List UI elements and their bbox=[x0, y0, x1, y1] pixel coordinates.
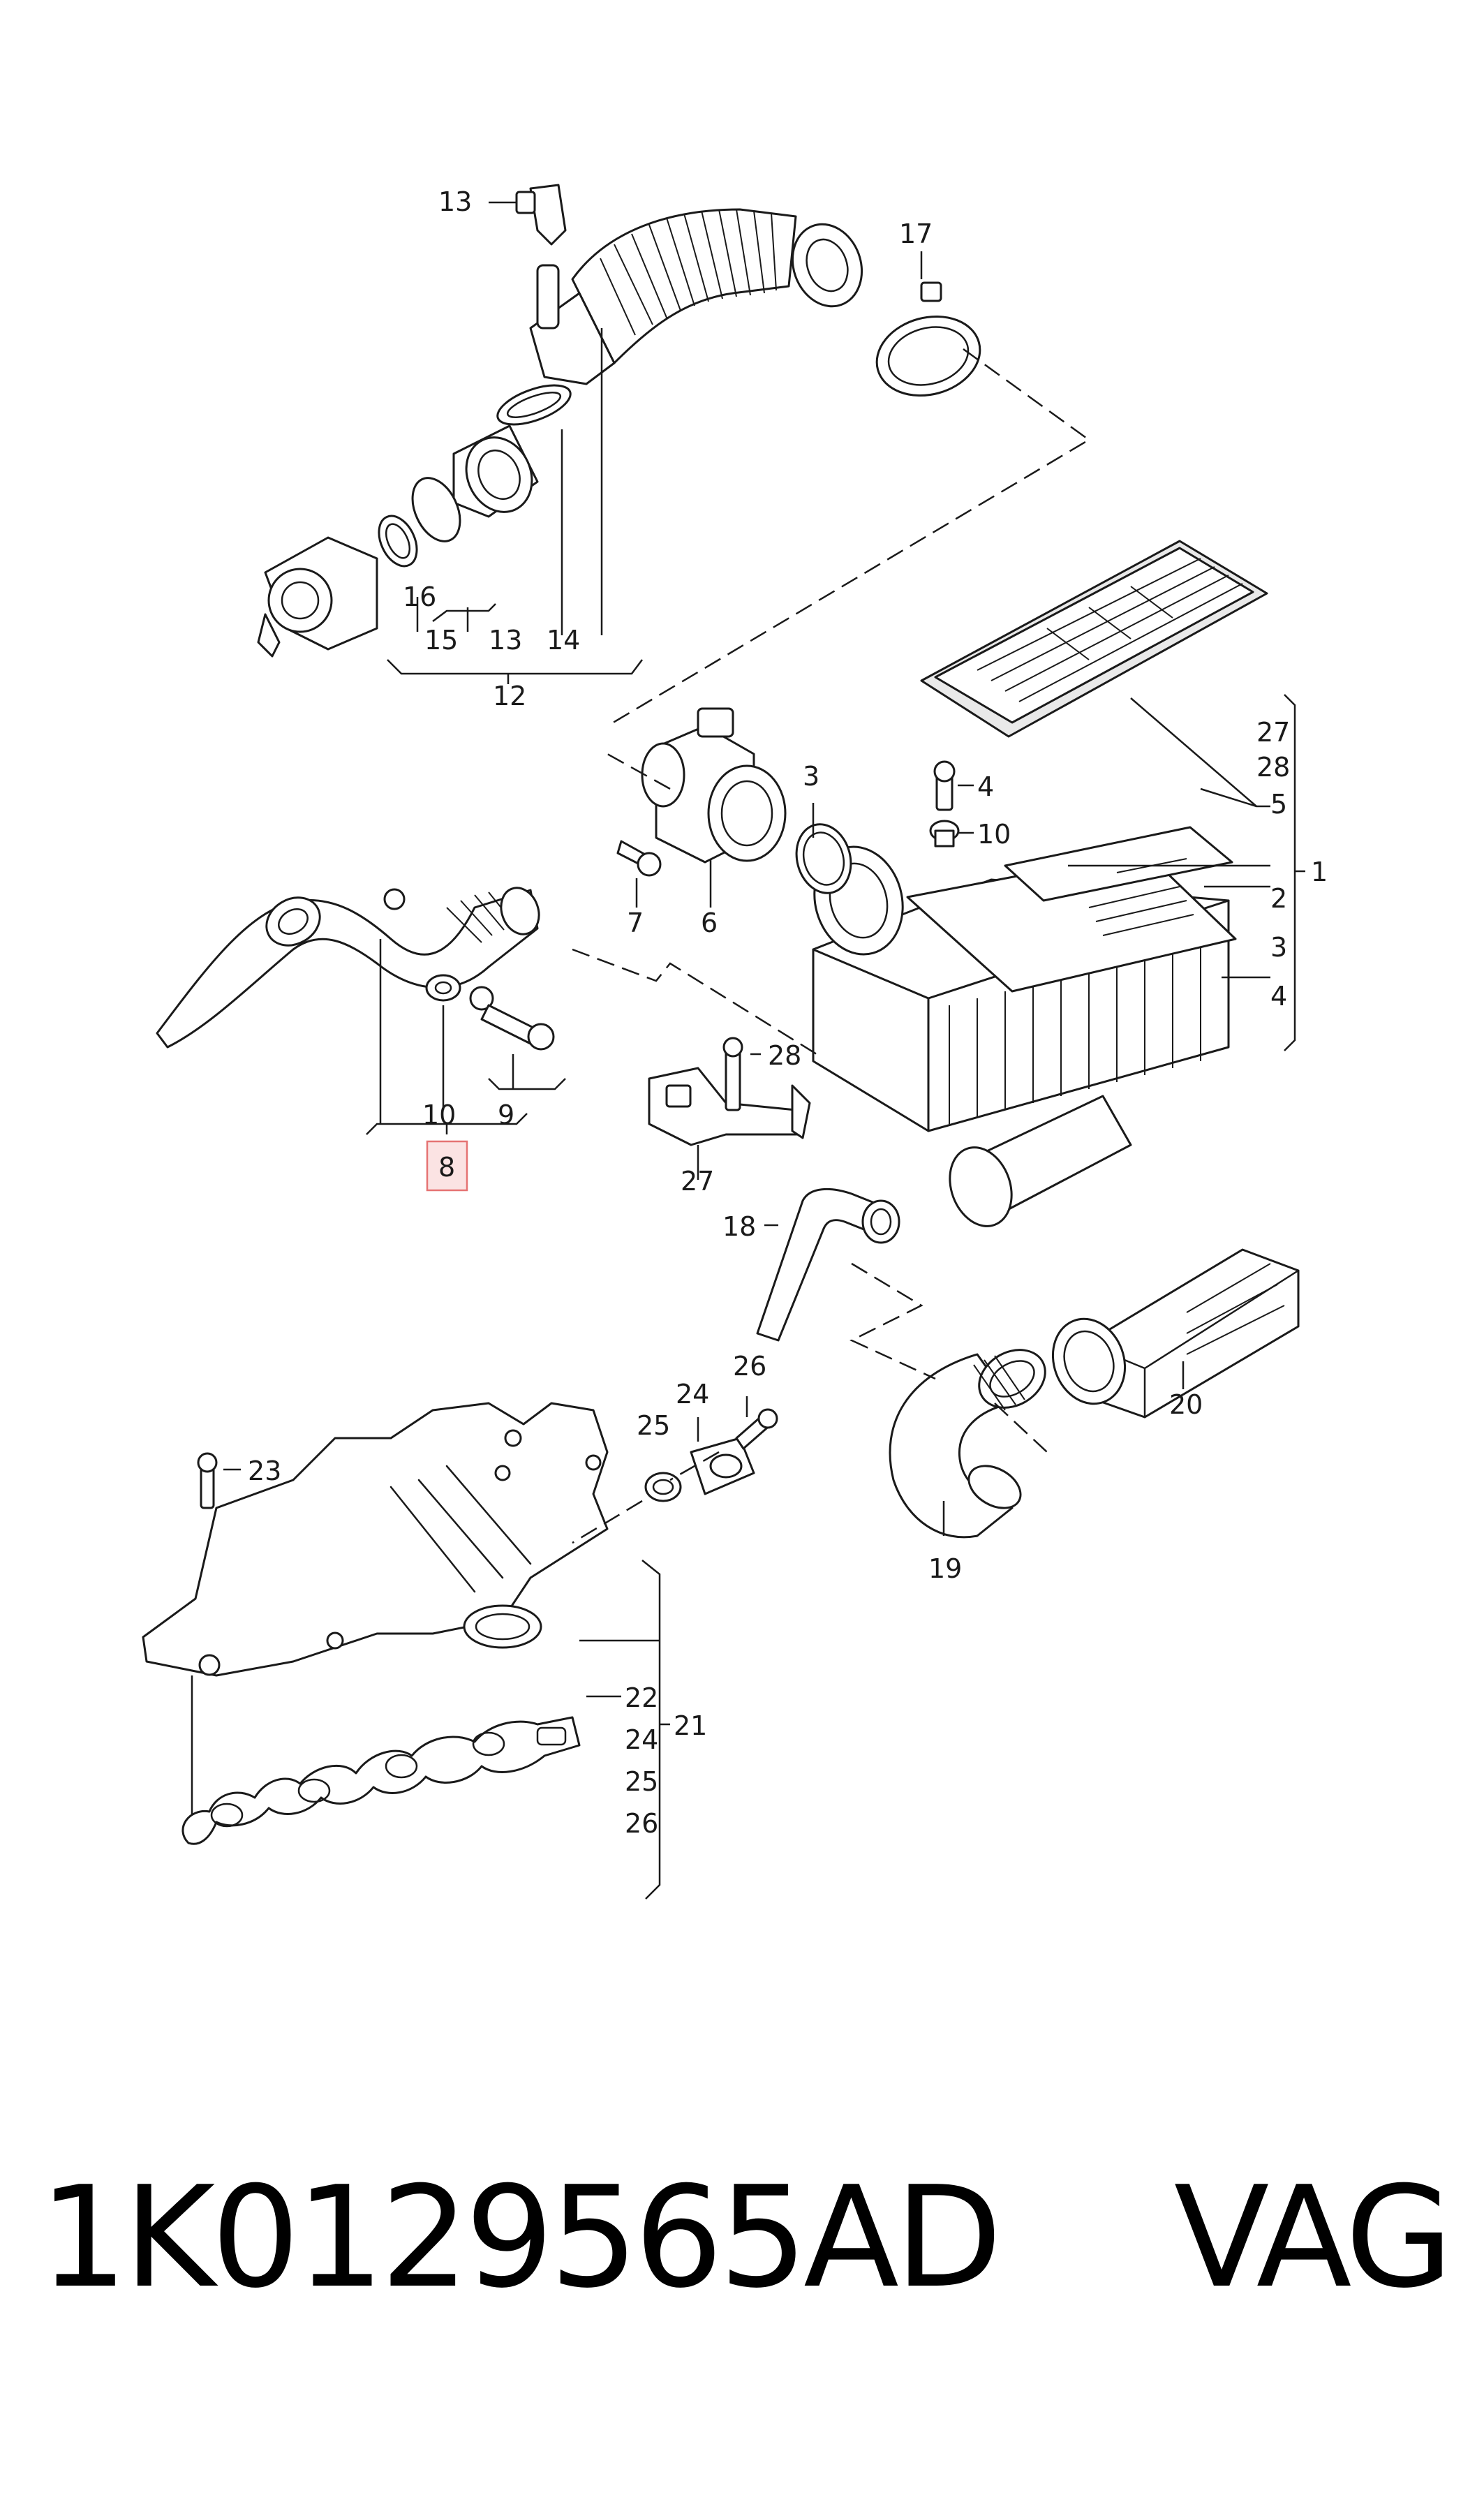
callout-10-pipe: 10 bbox=[422, 1100, 456, 1130]
callout-20: 20 bbox=[1169, 1389, 1203, 1420]
callout-8: 8 bbox=[438, 1152, 455, 1183]
callout-6: 6 bbox=[701, 908, 718, 938]
callout-28-list: 28 bbox=[1256, 752, 1290, 783]
callout-26-list: 26 bbox=[625, 1808, 658, 1839]
callout-17: 17 bbox=[899, 219, 933, 249]
intake-hose-assembly bbox=[257, 184, 981, 658]
air-filter-housing bbox=[812, 826, 1237, 1227]
callout-21: 21 bbox=[674, 1710, 707, 1741]
leader-lines bbox=[191, 201, 1305, 1900]
callout-22: 22 bbox=[625, 1682, 658, 1713]
callout-13-top: 13 bbox=[438, 186, 472, 217]
callout-7: 7 bbox=[627, 908, 644, 938]
callout-24-part: 24 bbox=[676, 1379, 709, 1409]
callout-2: 2 bbox=[1270, 883, 1287, 914]
callout-12: 12 bbox=[493, 681, 526, 711]
callout-24-list: 24 bbox=[625, 1724, 658, 1755]
callout-5: 5 bbox=[1270, 789, 1287, 820]
air-intake-duct bbox=[1051, 1248, 1300, 1419]
bend-hose bbox=[889, 1349, 1046, 1539]
footer: 1K0129565AD VAG bbox=[39, 2154, 1453, 2321]
callout-14: 14 bbox=[547, 625, 580, 656]
brand-label: VAG bbox=[1173, 2156, 1453, 2319]
callout-25-list: 25 bbox=[625, 1766, 658, 1797]
callout-15: 15 bbox=[424, 625, 458, 656]
breather-hose bbox=[756, 1187, 900, 1342]
callout-28-part: 28 bbox=[768, 1040, 801, 1071]
callout-23: 23 bbox=[248, 1456, 281, 1486]
callout-16: 16 bbox=[403, 582, 436, 612]
callout-3-box: 3 bbox=[1270, 932, 1287, 963]
callout-27-list: 27 bbox=[1256, 717, 1290, 748]
intake-manifold bbox=[142, 1402, 778, 1845]
callout-19: 19 bbox=[928, 1553, 962, 1584]
intake-pipe bbox=[156, 887, 555, 1051]
air-filter-element bbox=[920, 540, 1268, 738]
callout-18: 18 bbox=[722, 1211, 756, 1242]
callout-10-box: 10 bbox=[977, 819, 1011, 850]
callout-1: 1 bbox=[1311, 857, 1328, 887]
callout-9: 9 bbox=[498, 1100, 514, 1130]
air-mass-meter bbox=[616, 707, 960, 894]
callout-4-bolt: 4 bbox=[977, 771, 994, 802]
callout-4-box: 4 bbox=[1270, 981, 1287, 1012]
callout-26-part: 26 bbox=[733, 1351, 766, 1382]
callout-8-highlight bbox=[426, 1140, 468, 1192]
callout-3-ring: 3 bbox=[803, 761, 819, 792]
callout-13-group: 13 bbox=[489, 625, 522, 656]
bracket bbox=[648, 1037, 811, 1146]
callout-27-part: 27 bbox=[681, 1166, 714, 1197]
part-number: 1K0129565AD bbox=[39, 2156, 1002, 2319]
callout-25-part: 25 bbox=[637, 1410, 670, 1441]
callout-labels: 13 17 16 15 13 14 12 27 28 5 1 2 3 4 3 4… bbox=[248, 186, 1328, 1839]
